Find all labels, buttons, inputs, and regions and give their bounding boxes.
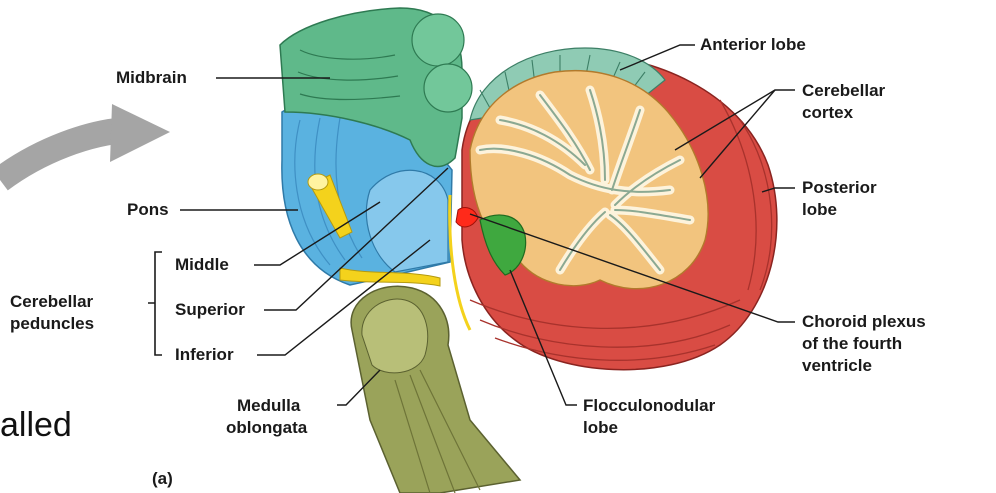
label-cerebellar-cortex-1: Cerebellar bbox=[802, 80, 885, 101]
label-choroid-plexus-1: Choroid plexus bbox=[802, 311, 926, 332]
label-anterior-lobe: Anterior lobe bbox=[700, 34, 806, 55]
figure-tag: (a) bbox=[152, 468, 173, 489]
label-choroid-plexus-3: ventricle bbox=[802, 355, 872, 376]
label-midbrain: Midbrain bbox=[116, 67, 187, 88]
peduncles-bracket bbox=[148, 252, 162, 355]
label-cerebellar-peduncles-2: peduncles bbox=[10, 313, 94, 334]
label-pons: Pons bbox=[127, 199, 169, 220]
label-flocculonodular-1: Flocculonodular bbox=[583, 395, 715, 416]
gray-arrow-icon bbox=[0, 104, 170, 180]
label-superior: Superior bbox=[175, 299, 245, 320]
label-cerebellar-peduncles-1: Cerebellar bbox=[10, 291, 93, 312]
label-cerebellar-cortex-2: cortex bbox=[802, 102, 853, 123]
label-middle: Middle bbox=[175, 254, 229, 275]
label-posterior-lobe-1: Posterior bbox=[802, 177, 877, 198]
label-inferior: Inferior bbox=[175, 344, 234, 365]
label-posterior-lobe-2: lobe bbox=[802, 199, 837, 220]
label-medulla-1: Medulla bbox=[237, 395, 300, 416]
label-choroid-plexus-2: of the fourth bbox=[802, 333, 902, 354]
label-medulla-2: oblongata bbox=[226, 417, 307, 438]
slide-text-fragment: alled bbox=[0, 405, 72, 445]
label-flocculonodular-2: lobe bbox=[583, 417, 618, 438]
